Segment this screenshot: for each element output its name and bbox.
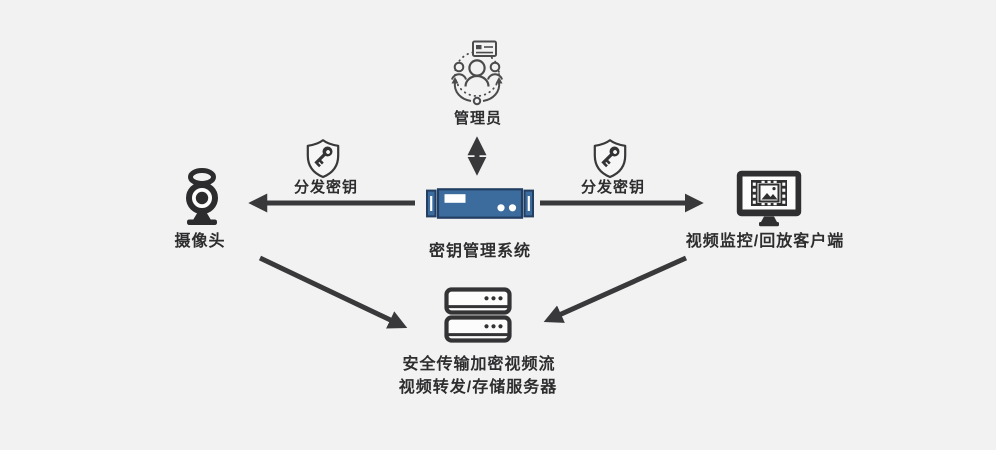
webcam-icon <box>176 167 228 227</box>
arrow-client-to-storage <box>543 255 688 323</box>
kms-label: 密钥管理系统 <box>428 243 532 260</box>
admin-label: 管理员 <box>453 110 503 127</box>
storage-label: 视频转发/存储服务器 <box>398 379 558 396</box>
storage-caption: 安全传输加密视频流 <box>402 356 556 373</box>
rack-server-icon <box>425 188 535 219</box>
shield-key-icon-right <box>590 137 630 179</box>
admin-users-icon <box>446 40 508 106</box>
distribute-key-label-right: 分发密钥 <box>580 179 646 196</box>
video-monitor-icon <box>736 170 802 227</box>
shield-key-icon-left <box>303 137 343 179</box>
camera-label: 摄像头 <box>174 233 226 250</box>
arrow-camera-to-storage <box>258 255 408 329</box>
distribute-key-label-left: 分发密钥 <box>293 179 359 196</box>
client-label: 视频监控/回放客户端 <box>685 233 845 250</box>
storage-servers-icon <box>444 287 512 344</box>
